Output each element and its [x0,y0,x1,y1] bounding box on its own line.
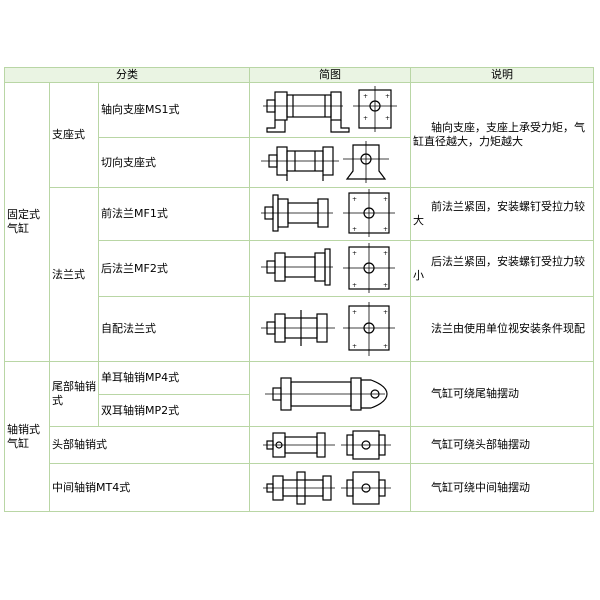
svg-text:+: + [383,282,388,289]
desc-custom-flange: 法兰由使用单位视安装条件现配 [410,296,594,362]
svg-text:+: + [352,282,357,289]
custom-flange-mount-diagram: + + + + [261,302,395,356]
type-single-ear: 单耳轴销MP4式 [98,361,250,395]
svg-text:+: + [352,196,357,203]
svg-text:+: + [385,93,390,100]
desc-middle-pin: 气缸可绕中间轴摆动 [410,463,594,512]
svg-text:+: + [385,115,390,122]
table-header-row: 分类 简图 说明 [4,67,594,83]
table-row: 后法兰MF2式 + + + + 后法兰紧固，安装螺钉受拉力较小 [5,240,594,297]
diagram-front-flange: + + + + [249,187,411,241]
diagram-custom-flange: + + + + [249,296,411,362]
axial-foot-mount-diagram: + + + + [263,86,397,133]
svg-text:+: + [352,309,357,316]
type-double-ear: 双耳轴销MP2式 [98,394,250,427]
diagram-middle-trunnion [249,463,411,512]
svg-text:+: + [352,343,357,350]
svg-text:+: + [383,250,388,257]
table-row: 自配法兰式 + + + + 法兰由使用单位视安装条件现配 [5,296,594,362]
table-row: 头部轴销式 气缸可绕头部轴摆动 [5,426,594,464]
group-pivot: 轴销式气缸 [4,361,50,512]
table-row: 轴销式气缸 尾部轴销式 单耳轴销MP4式 气缸可绕尾轴摆动 [4,361,594,512]
rear-flange-mount-diagram: + + + + [261,242,395,293]
type-axial-foot: 轴向支座MS1式 [98,82,250,138]
svg-text:+: + [363,93,368,100]
table-row: 固定式气缸 支座式 轴向支座MS1式 [4,82,594,362]
rear-clevis-mount-diagram [265,377,388,411]
desc-rear-pin: 气缸可绕尾轴摆动 [410,361,594,427]
table-row: 中间轴销MT4式 气缸可绕中间轴摆动 [5,463,594,512]
subgroup-head-pin: 头部轴销式 [49,426,250,464]
middle-trunnion-mount-diagram [263,470,391,505]
subgroup-middle-pin: 中间轴销MT4式 [49,463,250,512]
diagram-rear-flange: + + + + [249,240,411,297]
svg-text:+: + [363,115,368,122]
desc-front-flange: 前法兰紧固，安装螺钉受拉力较大 [410,187,594,241]
desc-foot: 轴向支座，支座上承受力矩，气缸直径越大，力矩越大 [410,82,594,188]
svg-text:+: + [383,226,388,233]
desc-head-pin: 气缸可绕头部轴摆动 [410,426,594,464]
type-tangential-foot: 切向支座式 [98,137,250,188]
header-diagram: 简图 [249,67,411,83]
diagram-tangential-foot [249,137,411,188]
svg-text:+: + [383,343,388,350]
tangential-foot-mount-diagram [261,140,389,183]
subgroup-foot: 支座式 [49,82,99,188]
diagram-head-trunnion [249,426,411,464]
table-row: 法兰式 前法兰MF1式 ++ ++ 前法兰紧固，安装 [5,187,594,362]
svg-text:+: + [383,196,388,203]
header-category: 分类 [4,67,250,83]
head-trunnion-mount-diagram [263,430,391,460]
type-rear-flange: 后法兰MF2式 [98,240,250,297]
desc-rear-flange: 后法兰紧固，安装螺钉受拉力较小 [410,240,594,297]
type-custom-flange: 自配法兰式 [98,296,250,362]
header-description: 说明 [410,67,594,83]
table-row: 双耳轴销MP2式 [5,394,594,427]
diagram-rear-clevis [249,361,411,427]
group-fixed: 固定式气缸 [4,82,50,362]
subgroup-rear-pin: 尾部轴销式 [49,361,99,427]
cylinder-mounting-table: 分类 简图 说明 固定式气缸 支座式 轴向支座MS1式 [4,67,594,512]
front-flange-mount-diagram: + + + + [261,189,395,237]
subgroup-flange: 法兰式 [49,187,99,362]
svg-text:+: + [352,226,357,233]
svg-text:+: + [352,250,357,257]
diagram-axial-foot: + + + + [249,82,411,138]
svg-text:+: + [383,309,388,316]
type-front-flange: 前法兰MF1式 [98,187,250,241]
